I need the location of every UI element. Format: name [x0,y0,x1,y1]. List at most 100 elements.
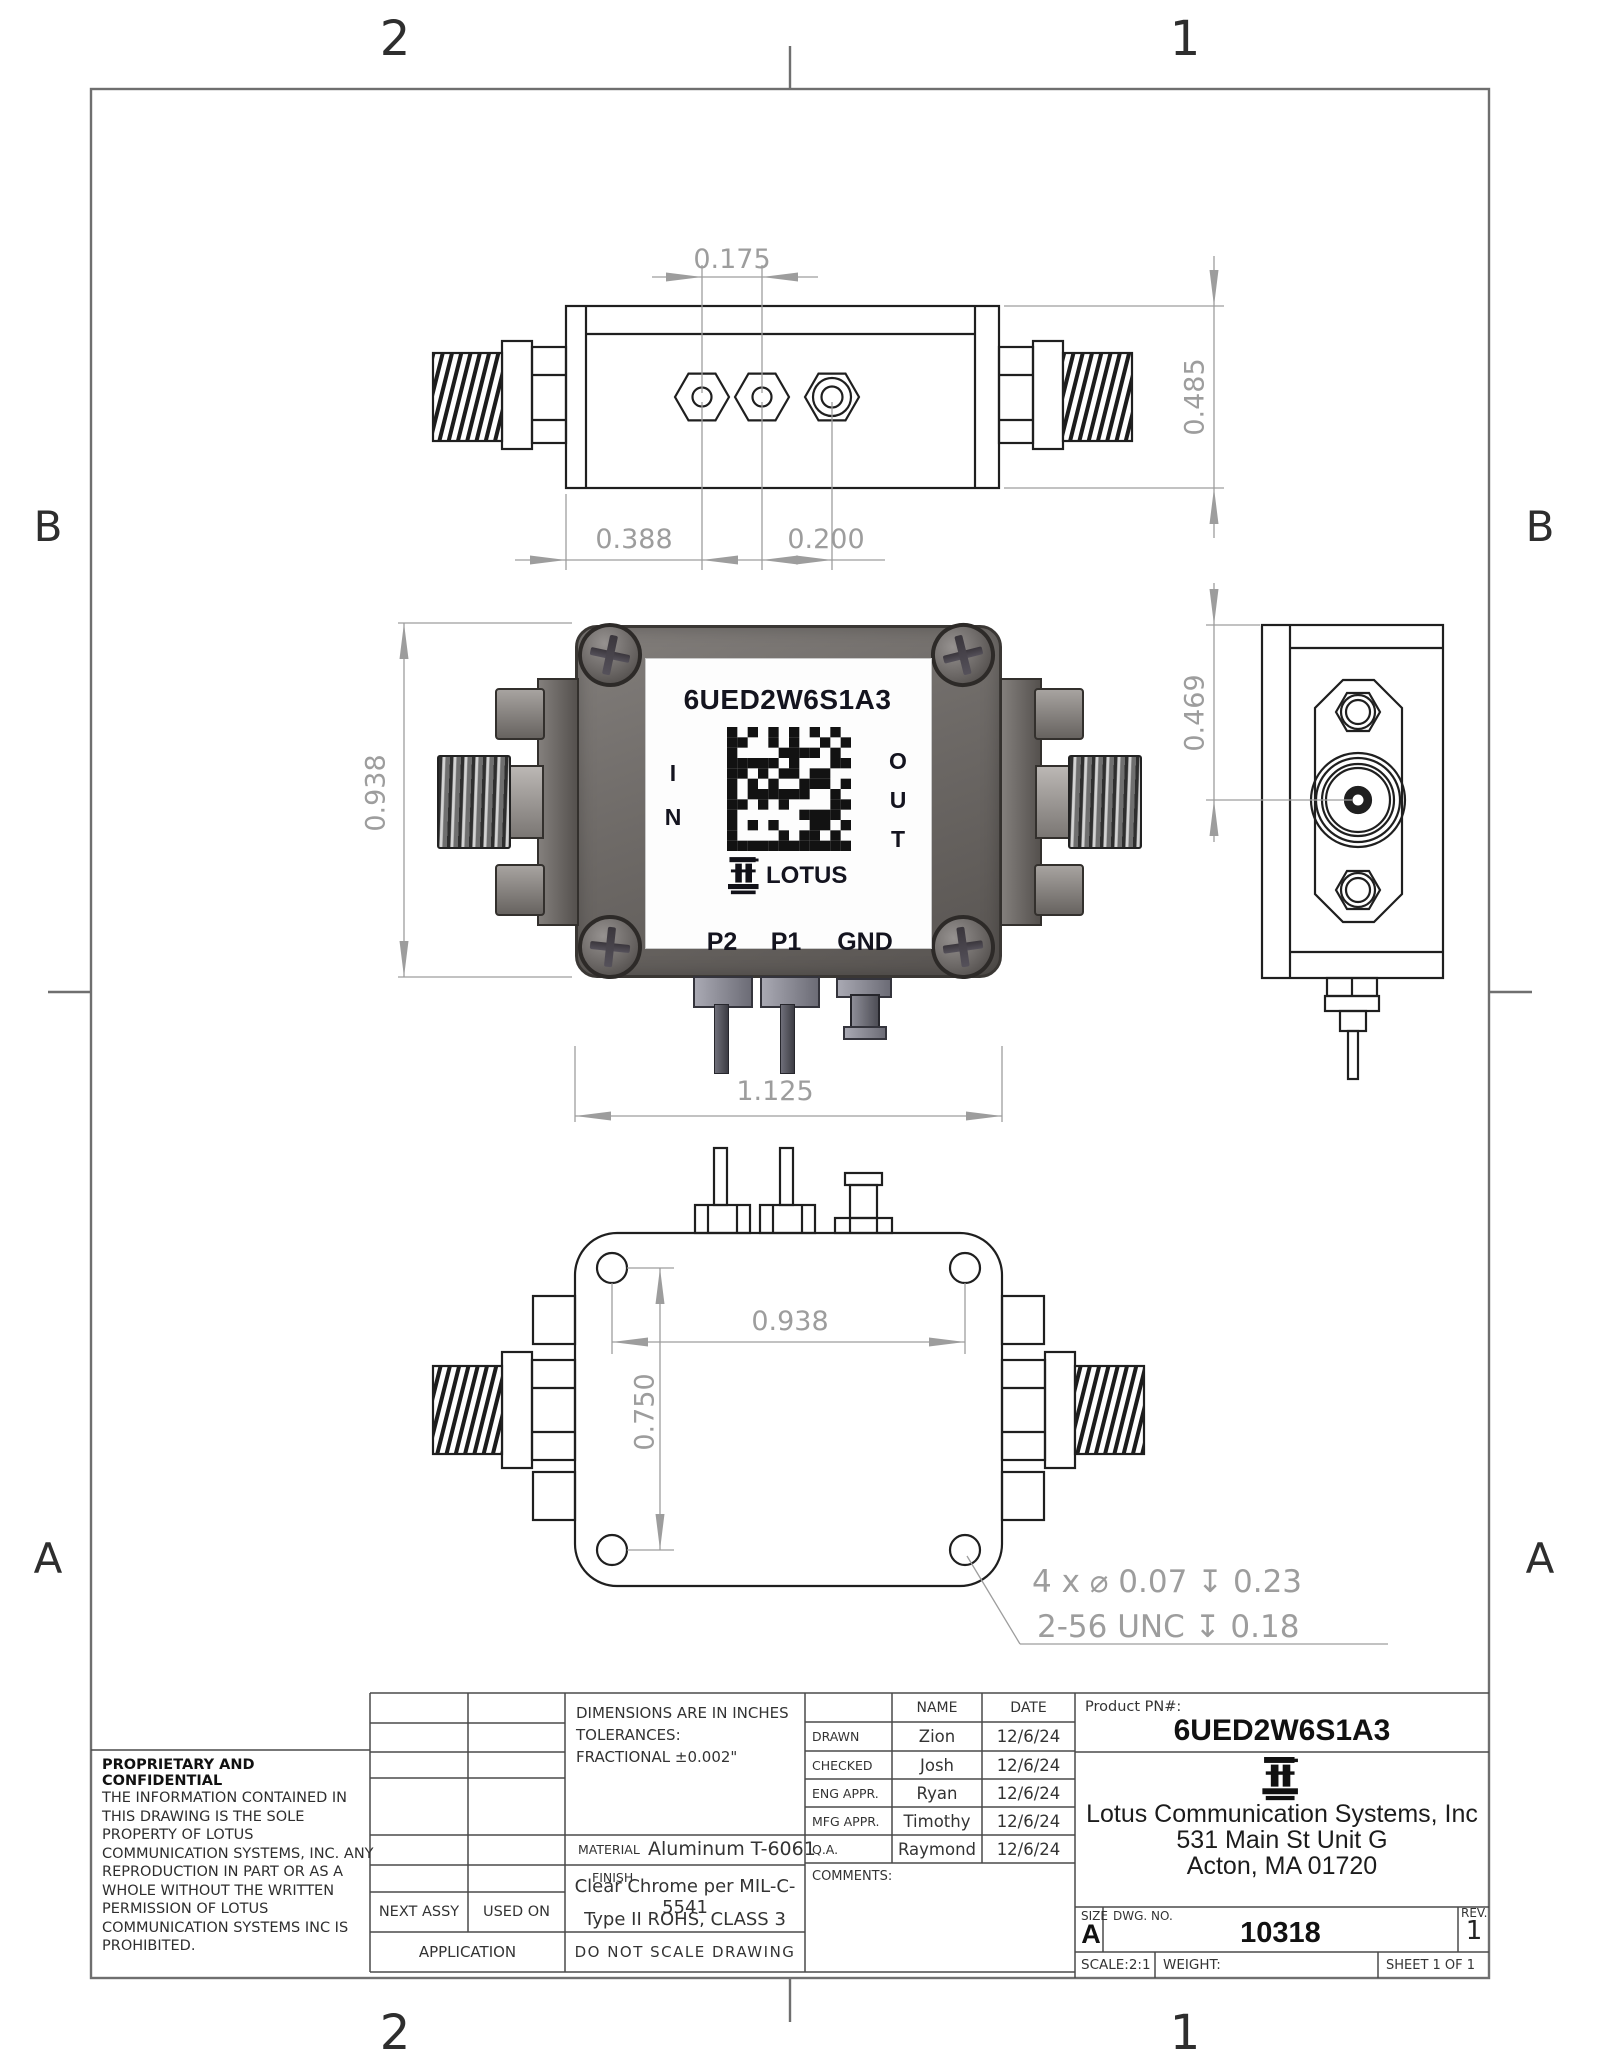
application-label: APPLICATION [418,1943,517,1961]
bottom-view-arrows [612,1268,965,1550]
size-value: A [1081,1918,1101,1949]
zone-label-top-2: 2 [379,11,411,67]
approval-row-drawn-role: DRAWN [812,1729,860,1744]
approval-row-drawn-name: Zion [918,1727,956,1746]
front-pin-p2-base [693,976,753,1008]
front-left-standoff-top [495,688,545,740]
zone-label-left-A: A [33,1533,63,1583]
product-pn-value: 6UED2W6S1A3 [1173,1714,1391,1747]
dwg-no-value: 10318 [1240,1916,1321,1949]
hole-callout-line2: 2-56 UNC ↧ 0.18 [1037,1609,1299,1645]
size-label: SIZE [1081,1909,1108,1923]
side-view [1260,623,1445,1081]
approval-row-eng-name: Ryan [916,1783,958,1803]
approval-row-qa-date: 12/6/24 [996,1839,1061,1859]
front-pin-p2-rod [714,1004,729,1074]
sheet-label: SHEET 1 OF 1 [1386,1957,1476,1973]
do-not-scale-label: DO NOT SCALE DRAWING [574,1943,796,1961]
rev-value: 1 [1465,1916,1483,1946]
front-left-standoff-bottom [495,864,545,916]
finish-value-line1: Clear Chrome per MIL-C-5541 [574,1876,796,1918]
zone-label-left-B: B [33,501,63,551]
scale-label: SCALE:2:1 [1081,1957,1151,1973]
dim-bottom-height: 0.750 [630,1373,661,1450]
front-pin-p1-rod [780,1004,795,1074]
weight-label: WEIGHT: [1163,1957,1221,1973]
next-assy-label: NEXT ASSY [378,1904,460,1920]
bottom-view-dimensions [611,1267,1388,1645]
approval-row-mfg-role: MFG APPR. [812,1813,880,1829]
lotus-logo-label [728,857,759,895]
zone-label-right-B: B [1525,501,1555,551]
approval-row-mfg-name: Timothy [903,1811,971,1831]
proprietary-text: THE INFORMATION CONTAINED IN THIS DRAWIN… [102,1790,374,1955]
approval-row-checked-name: Josh [919,1755,954,1775]
front-left-sma-threads [437,755,511,849]
qr-code [727,727,851,851]
dim-front-width: 1.125 [736,1076,813,1107]
tolerances-label: TOLERANCES: [576,1726,681,1744]
dim-top-pin-to-connector: 0.200 [787,524,864,555]
used-on-label: USED ON [482,1904,550,1920]
label-pin-gnd: GND [837,927,893,956]
sheet-border [48,46,1532,2022]
approvals-header-date: DATE [1010,1699,1047,1716]
approval-row-qa-name: Raymond [897,1839,977,1859]
label-brand: LOTUS [766,862,848,889]
company-address1: 531 Main St Unit G [1176,1825,1388,1854]
label-pin-p1: P1 [770,927,802,956]
label-port-out: OUT [885,748,911,865]
label-part-number: 6UED2W6S1A3 [683,684,892,715]
finish-value-line2: Type II ROHS, CLASS 3 [584,1908,786,1930]
front-right-standoff-bottom [1034,864,1084,916]
title-block-lines [91,1692,1489,1978]
approval-row-eng-date: 12/6/24 [996,1783,1061,1803]
approval-row-checked-date: 12/6/24 [996,1755,1061,1775]
dim-bottom-width: 0.938 [751,1306,828,1337]
approval-row-checked-role: CHECKED [812,1757,873,1773]
approval-row-eng-role: ENG APPR. [812,1785,879,1801]
approval-row-drawn-date: 12/6/24 [996,1727,1061,1746]
material-label: MATERIAL [578,1842,640,1857]
front-pin-gnd-barrel [850,994,880,1030]
dim-front-height: 0.938 [361,754,392,831]
dim-top-edge-to-pin: 0.388 [595,524,672,555]
front-pin-p1-base [760,976,820,1008]
dim-top-pin-spacing: 0.175 [693,244,770,275]
lotus-logo-titleblock [1262,1757,1298,1801]
hole-callout-line1: 4 x ⌀ 0.07 ↧ 0.23 [1032,1564,1302,1600]
bottom-view [431,1146,1146,1588]
comments-label: COMMENTS: [812,1869,893,1884]
top-view [431,304,1134,490]
company-address2: Acton, MA 01720 [1186,1851,1378,1880]
finish-label: FINISH [592,1870,634,1885]
side-view-dimensions [1206,583,1352,842]
approval-row-mfg-date: 12/6/24 [996,1811,1061,1831]
zone-label-bottom-1: 1 [1169,2005,1201,2061]
material-value: Aluminum T-6061 [648,1838,816,1860]
front-pin-gnd-foot [843,1026,887,1040]
side-view-arrows [1209,589,1219,836]
approvals-header-name: NAME [916,1699,958,1716]
dimensions-note: DIMENSIONS ARE IN INCHES [576,1704,789,1722]
dim-top-height: 0.485 [1180,358,1211,435]
tolerance-value: FRACTIONAL ±0.002" [576,1748,738,1766]
product-pn-label: Product PN#: [1085,1699,1182,1715]
front-view-dimensions [398,622,1003,1122]
front-right-standoff-top [1034,688,1084,740]
rev-label: REV. [1461,1906,1488,1920]
label-port-in: IN [660,760,686,848]
proprietary-title: PROPRIETARY AND CONFIDENTIAL [102,1757,255,1789]
label-pin-p2: P2 [706,927,738,956]
zone-label-right-A: A [1525,1533,1555,1583]
front-right-sma-threads [1068,755,1142,849]
top-view-arrows [530,270,1219,565]
dwg-no-label: DWG. NO. [1113,1909,1173,1923]
approval-row-qa-role: Q.A. [812,1841,839,1857]
front-view-arrows [399,623,1002,1121]
zone-label-bottom-2: 2 [379,2005,411,2061]
company-name: Lotus Communication Systems, Inc [1086,1799,1478,1828]
dim-side-center: 0.469 [1180,674,1211,751]
